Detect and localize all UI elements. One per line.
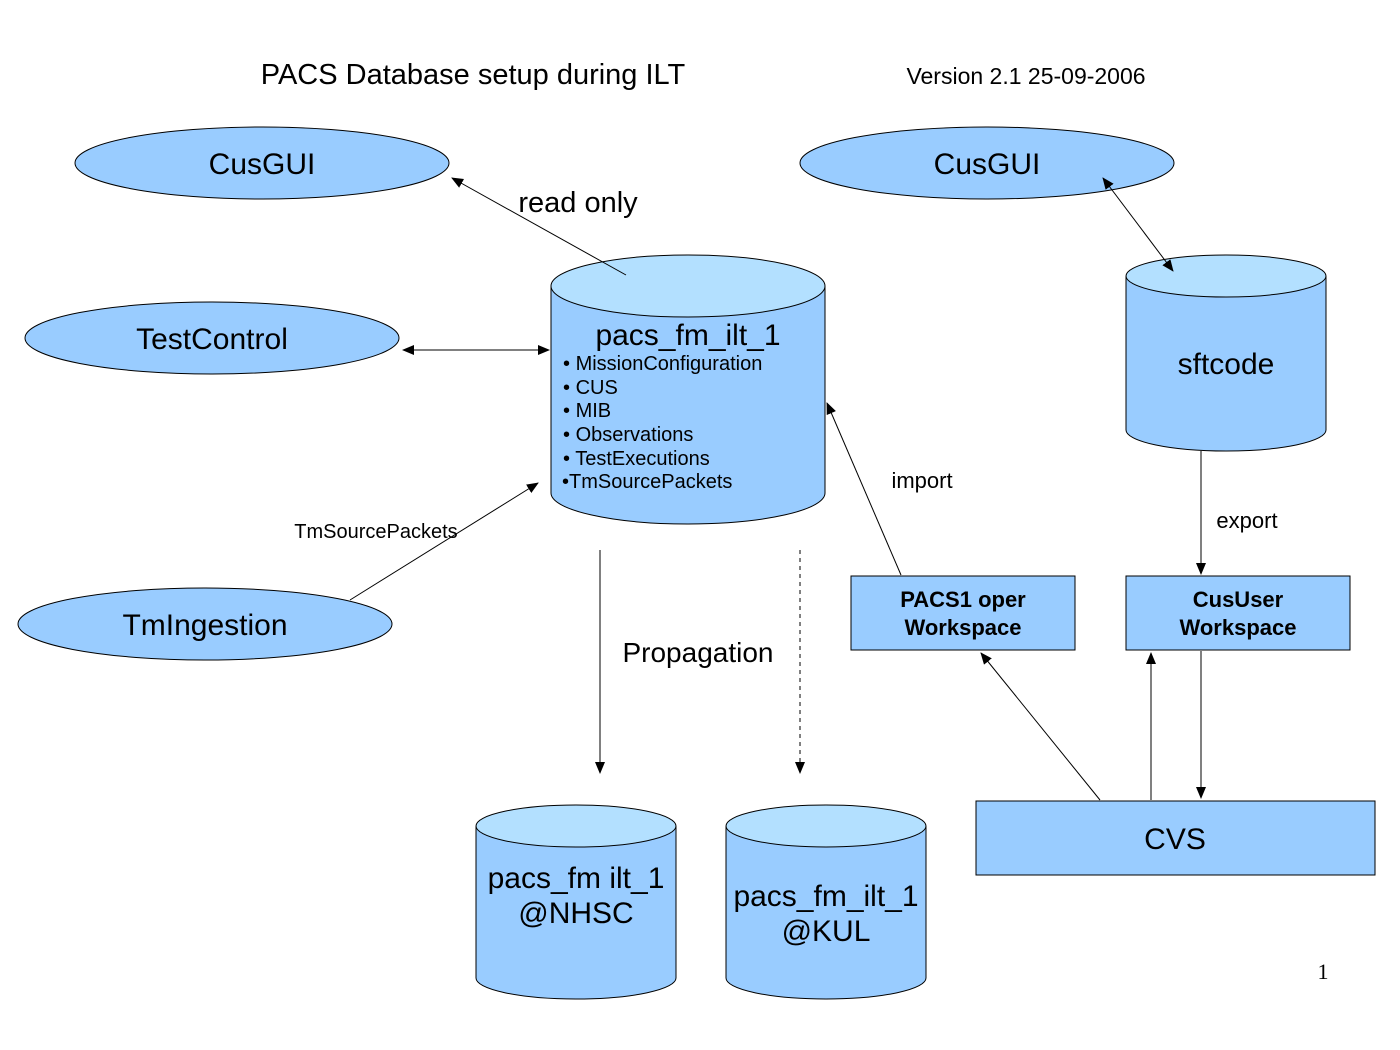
- main-db-item: • TestExecutions: [563, 448, 710, 470]
- cusgui-left-label: CusGUI: [209, 148, 316, 181]
- page-title: PACS Database setup during ILT: [261, 59, 686, 91]
- main-db-item: • CUS: [563, 377, 618, 399]
- cususer-workspace-subtitle: Workspace: [1180, 615, 1297, 640]
- main-db-item: • MissionConfiguration: [563, 353, 762, 375]
- export-label: export: [1216, 508, 1277, 533]
- main-db-item: • Observations: [563, 424, 693, 446]
- cusgui-sftcode-arrow: [1102, 177, 1174, 272]
- propagation-label: Propagation: [622, 637, 773, 668]
- tmingestion-arrow: [349, 482, 539, 601]
- main-db-item: • MIB: [563, 400, 611, 422]
- main-database-cylinder[interactable]: pacs_fm_ilt_1 • MissionConfiguration • C…: [550, 254, 826, 525]
- version-label: Version 2.1 25-09-2006: [906, 63, 1145, 89]
- cusgui-right-label: CusGUI: [934, 148, 1041, 181]
- import-arrow: [826, 402, 902, 576]
- sftcode-label: sftcode: [1178, 348, 1275, 381]
- page-number: 1: [1318, 959, 1329, 984]
- read-only-arrow: [451, 177, 627, 276]
- nhsc-db-name: pacs_fm ilt_1: [488, 862, 665, 895]
- kul-db-name: pacs_fm_ilt_1: [733, 880, 918, 913]
- import-label: import: [891, 468, 952, 493]
- pacs1-workspace-subtitle: Workspace: [905, 615, 1022, 640]
- cvs-label: CVS: [1144, 823, 1206, 856]
- nhsc-db-location: @NHSC: [518, 897, 633, 930]
- cusgui-left-node[interactable]: CusGUI: [74, 126, 450, 200]
- main-db-item: •TmSourcePackets: [562, 471, 732, 493]
- sftcode-database-cylinder[interactable]: sftcode: [1125, 254, 1327, 452]
- cususer-workspace-box[interactable]: CusUser Workspace: [1125, 575, 1351, 651]
- cusgui-right-node[interactable]: CusGUI: [799, 126, 1175, 200]
- kul-db-location: @KUL: [782, 915, 871, 948]
- testcontrol-label: TestControl: [136, 323, 288, 356]
- read-only-label: read only: [518, 187, 638, 219]
- tm-source-packets-label: TmSourcePackets: [294, 521, 457, 543]
- cususer-workspace-title: CusUser: [1193, 587, 1284, 612]
- pacs1-workspace-title: PACS1 oper: [900, 587, 1026, 612]
- tmingestion-node[interactable]: TmIngestion: [17, 587, 393, 661]
- cvs-pacs1-arrow: [980, 652, 1101, 801]
- cvs-box[interactable]: CVS: [975, 800, 1376, 876]
- testcontrol-node[interactable]: TestControl: [24, 301, 400, 375]
- kul-database-cylinder[interactable]: pacs_fm_ilt_1 @KUL: [725, 804, 927, 1000]
- main-db-name: pacs_fm_ilt_1: [595, 319, 780, 352]
- nhsc-database-cylinder[interactable]: pacs_fm ilt_1 @NHSC: [475, 804, 677, 1000]
- tmingestion-label: TmIngestion: [122, 609, 287, 642]
- pacs1-oper-workspace-box[interactable]: PACS1 oper Workspace: [850, 575, 1076, 651]
